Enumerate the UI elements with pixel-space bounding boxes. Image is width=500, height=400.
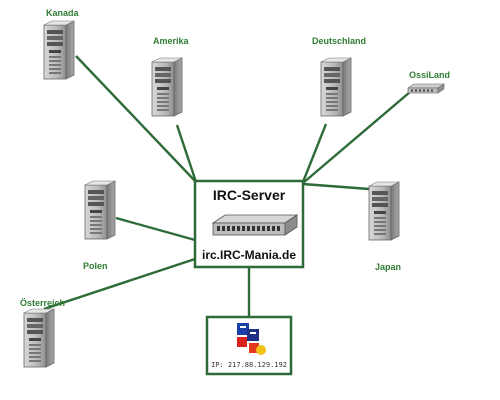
link-kanada — [75, 55, 197, 183]
tower-server-icon — [320, 57, 352, 117]
node-deutschland: Deutschland — [312, 36, 366, 117]
tower-server-icon — [43, 20, 75, 80]
gateway-ip: IP: 217.88.129.192 — [211, 361, 287, 369]
label-amerika: Amerika — [153, 36, 190, 46]
tower-server-icon — [368, 181, 400, 241]
label-japan: Japan — [375, 262, 401, 272]
link-japan — [302, 182, 370, 191]
connections — [43, 55, 411, 317]
tower-server-icon — [23, 308, 55, 368]
link-oesterreich — [43, 257, 196, 311]
label-kanada: Kanada — [46, 8, 80, 18]
node-japan: Japan — [368, 181, 401, 272]
network-switch-icon — [211, 214, 299, 236]
label-polen: Polen — [83, 261, 108, 271]
label-ossiland: OssiLand — [409, 70, 450, 80]
node-oesterreich: Österreich — [20, 298, 65, 368]
central-server-node: IRC-Server irc.IRC-Mania.de — [193, 179, 305, 269]
network-switch-icon — [407, 83, 445, 94]
link-amerika — [175, 124, 198, 183]
link-polen — [115, 216, 196, 242]
node-polen: Polen — [83, 180, 116, 271]
central-server-title: IRC-Server — [213, 187, 286, 203]
irc-mania-logo — [237, 323, 266, 355]
node-kanada: Kanada — [43, 8, 80, 80]
link-deutschland — [301, 123, 328, 183]
tower-server-icon — [84, 180, 116, 240]
central-server-hostname: irc.IRC-Mania.de — [202, 248, 296, 262]
gateway-node: IP: 217.88.129.192 — [205, 315, 293, 376]
label-deutschland: Deutschland — [312, 36, 366, 46]
tower-server-icon — [151, 57, 183, 117]
link-ossiland — [302, 91, 411, 184]
label-oesterreich: Österreich — [20, 298, 65, 308]
node-amerika: Amerika — [151, 36, 190, 117]
node-ossiland: OssiLand — [407, 70, 450, 94]
